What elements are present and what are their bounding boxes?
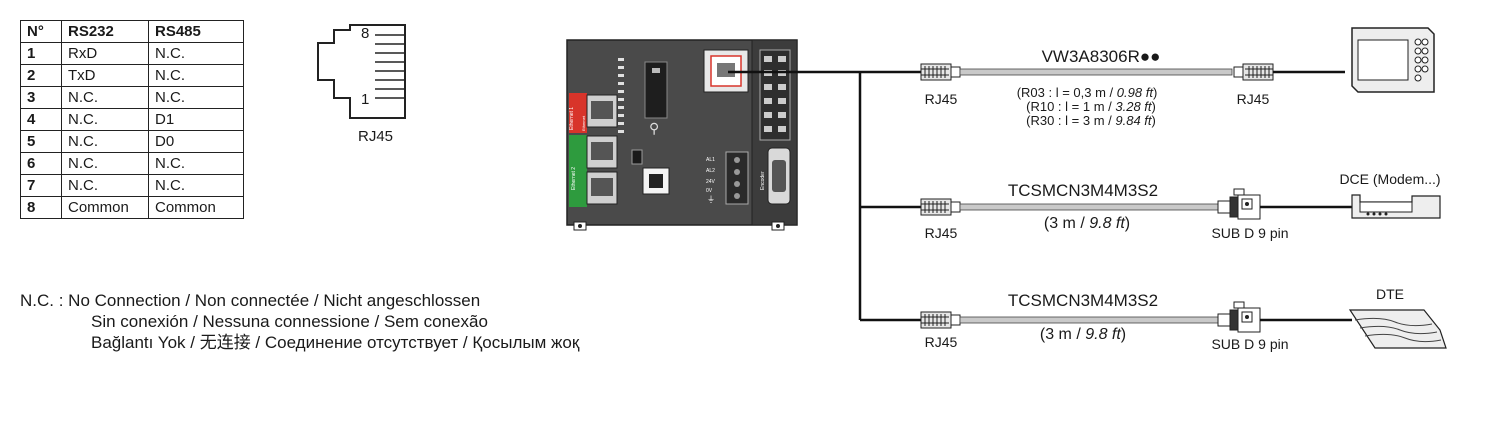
rs485-cell: D0 [148, 130, 244, 153]
mount-hole [776, 224, 780, 228]
terminal-screw [734, 193, 740, 199]
ground-icon: ⏚ [707, 195, 715, 204]
cable-1-length-r03: (R03 : l = 0,3 m / 0.98 ft) [1017, 85, 1158, 100]
ethernet1-colorband [569, 93, 581, 133]
rs232-cell: N.C. [61, 174, 149, 197]
dte-device-label: DTE [1376, 286, 1404, 302]
col-header-number: N° [20, 20, 62, 43]
cable-2-right-label: SUB D 9 pin [1211, 225, 1288, 241]
ethernet1-colorband-b [580, 93, 587, 133]
sd-card-indicator [652, 68, 660, 73]
terminal-connector [725, 151, 749, 205]
led-column [618, 58, 624, 133]
ethernet-port-2-contacts [591, 142, 613, 160]
ethernet-port-3-contacts [591, 178, 613, 196]
legend-line-2: Sin conexión / Nessuna connessione / Sem… [91, 312, 488, 331]
cable-2: TCSMCN3M4M3S2 (3 m / 9.8 ft) RJ45 SUB D … [920, 171, 1441, 241]
cable-1-length-r30: (R30 : l = 3 m / 9.84 ft) [1026, 113, 1156, 128]
rj45-plug [1233, 63, 1274, 81]
modem-device [1351, 194, 1441, 219]
cable-3-left-label: RJ45 [925, 334, 958, 350]
mode-switch [631, 149, 643, 165]
cable-2-length: (3 m / 9.8 ft) [1044, 215, 1130, 232]
cable-1-length-r10: (R10 : l = 1 m / 3.28 ft) [1026, 99, 1156, 114]
legend-line-1: N.C. : No Connection / Non connectée / N… [20, 291, 481, 310]
cable-3-name: TCSMCN3M4M3S2 [1008, 291, 1158, 310]
port-label-ethernet1: Ethernet 1 [569, 107, 575, 130]
terminal-screw [734, 181, 740, 187]
rs485-cell: N.C. [148, 64, 244, 87]
io-terminals [759, 49, 791, 141]
rj45-socket-outline [317, 24, 406, 119]
cable-1-right-label: RJ45 [1237, 91, 1270, 107]
socket-pin-8-label: 8 [361, 25, 369, 42]
mount-hole [578, 224, 582, 228]
cable-network [728, 70, 921, 322]
cable-1: VW3A8306R●● RJ45 RJ45 (R03 : l = 0,3 m /… [920, 47, 1345, 128]
terminal-screw [734, 157, 740, 163]
terminal-label-al1: AL1 [706, 157, 715, 163]
terminal-screw [734, 169, 740, 175]
dsub-plug [1217, 301, 1261, 333]
encoder-dsub-pins [772, 160, 786, 192]
cable-1-left-label: RJ45 [925, 91, 958, 107]
nc-legend: N.C. : No Connection / Non connectée / N… [20, 290, 579, 353]
terminal-label-al2: AL2 [706, 168, 715, 174]
controller: ⚲ Ethernet 1 Ethernet Ethernet 2 AL1 AL2… [566, 39, 798, 231]
dsub-label: Encoder [760, 171, 766, 190]
sd-card-slot [644, 61, 668, 119]
port-label-ethernet: Ethernet [581, 115, 586, 131]
usb-icon: ⚲ [649, 120, 659, 136]
cable-2-name: TCSMCN3M4M3S2 [1008, 181, 1158, 200]
port-label-ethernet2: Ethernet 2 [571, 167, 577, 190]
serial-port-contacts [717, 63, 735, 77]
terminal-label-24v: 24V [706, 179, 716, 185]
cable-1-name: VW3A8306R●● [1042, 47, 1161, 66]
rj45-plug [920, 311, 961, 329]
rj45-plug [920, 198, 961, 216]
terminal-label-0v: 0V [706, 188, 713, 194]
cable-3-length: (3 m / 9.8 ft) [1040, 326, 1126, 343]
rs232-cell: N.C. [61, 152, 149, 175]
dte-printer [1348, 309, 1447, 349]
rj45-socket-drawing: 8 1 RJ45 [317, 24, 406, 145]
hmi-terminal [1351, 27, 1435, 93]
hmi-screen [1357, 39, 1409, 81]
battery-cover-inner [649, 174, 663, 188]
cable-1-body [959, 68, 1233, 76]
socket-label: RJ45 [358, 128, 393, 145]
rs485-cell: Common [148, 196, 244, 219]
legend-line-3: Bağlantı Yok / 无连接 / Соединение отсутств… [91, 333, 580, 352]
terminal-block: AL1 AL2 24V 0V ⏚ [706, 151, 749, 205]
cable-2-left-label: RJ45 [925, 225, 958, 241]
cable-3-body [959, 316, 1219, 324]
cable-2-body [959, 203, 1219, 211]
rs485-cell: D1 [148, 108, 244, 131]
modem-front [1359, 201, 1413, 213]
rs232-cell: Common [61, 196, 149, 219]
cable-3: TCSMCN3M4M3S2 (3 m / 9.8 ft) RJ45 SUB D … [920, 286, 1404, 352]
ethernet-port-1-contacts [591, 101, 613, 119]
ethernet-colorband [569, 135, 587, 207]
cable-3-right-label: SUB D 9 pin [1211, 336, 1288, 352]
dce-device-label: DCE (Modem...) [1339, 171, 1440, 187]
socket-pin-1-label: 1 [361, 91, 369, 108]
dsub-plug [1217, 188, 1261, 220]
rj45-plug [920, 63, 961, 81]
